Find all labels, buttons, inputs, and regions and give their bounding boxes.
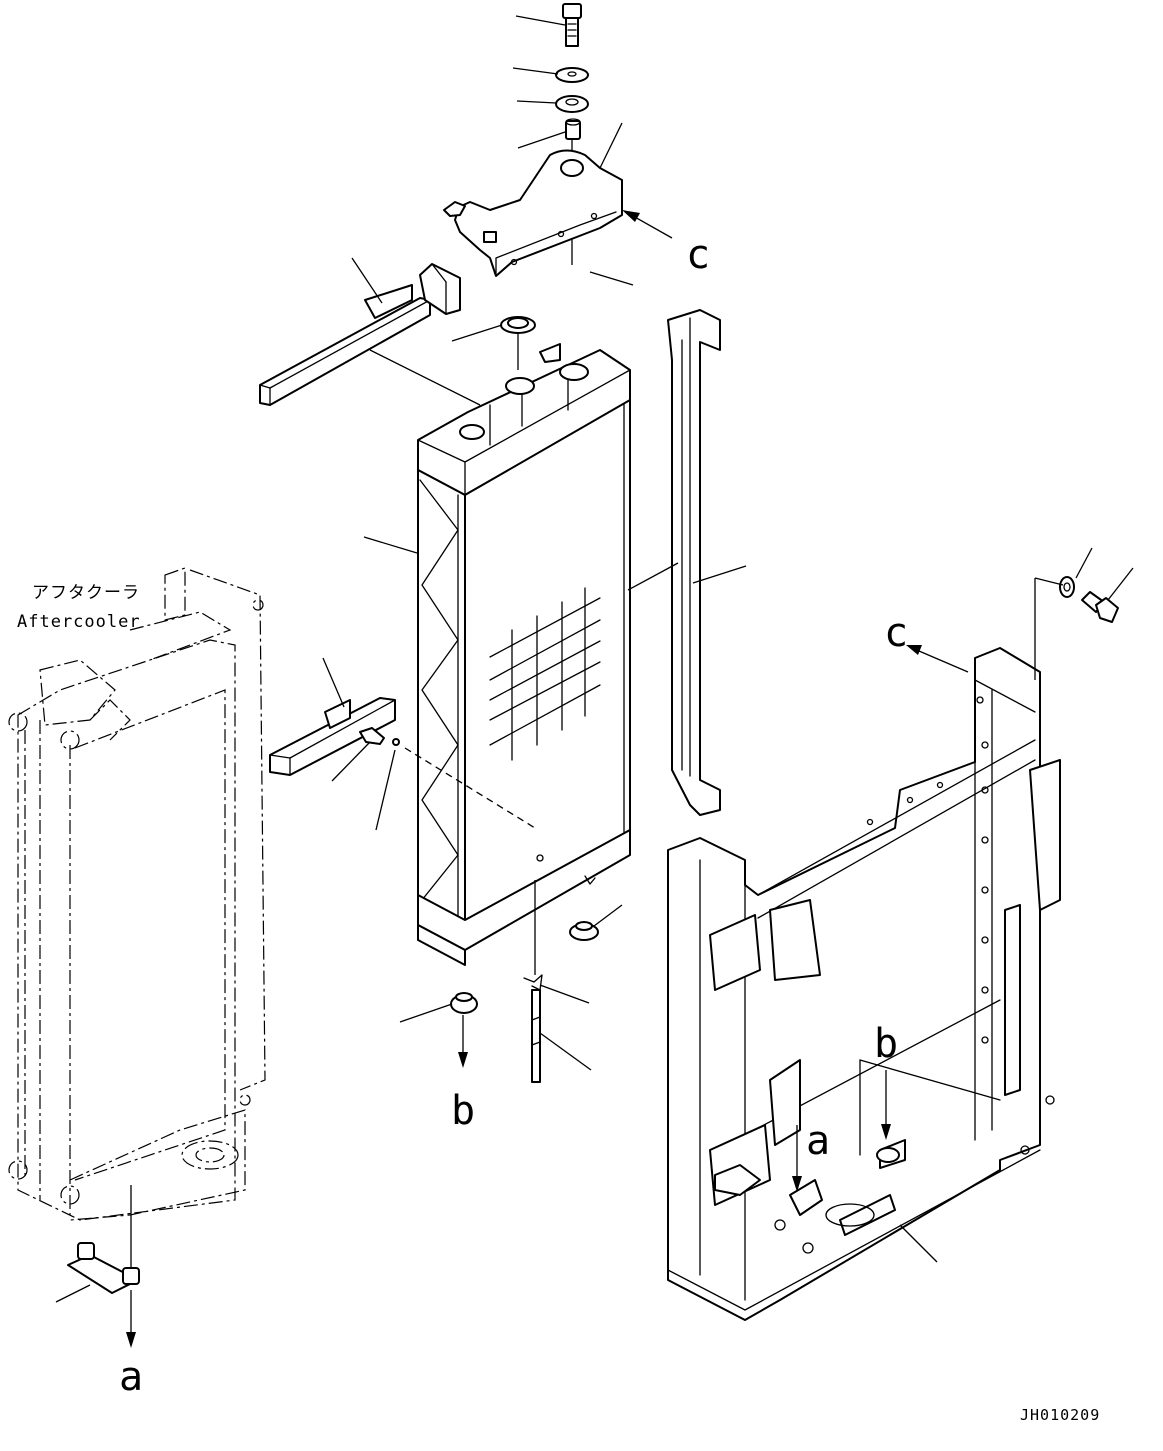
label-c-top: c [686,232,710,278]
leader-frame-washer [1075,547,1093,579]
hidden-line-drain [404,747,536,829]
upper-baffle [259,263,461,406]
aftercooler-label-jp: アフタクーラ [32,583,140,603]
leader-drain-hose [539,1032,592,1071]
radiator-cap [500,316,536,370]
drawing-code: JH010209 [1020,1406,1100,1424]
label-b-frame: b [874,1021,898,1067]
radiator [417,343,631,966]
spacer-collar [565,118,581,140]
arrow-b-radiator [458,1015,468,1068]
leader-grommet-bottom-right [593,904,623,927]
leader-lower-baffle [322,657,345,708]
hose-clip [523,974,543,991]
leader-radiator-side [627,562,679,591]
label-a-frame: a [806,1118,830,1164]
bolt-top [562,3,582,47]
leader-grommet-bottom-left [399,1003,453,1023]
leader-radiator-core [363,536,418,554]
leader-drain-elbow [331,741,371,782]
leader-drain-plug [375,749,396,831]
washer-1 [555,67,589,83]
leader-aftercooler-bracket [55,1284,91,1303]
fan-shroud-frame [667,647,1061,1321]
drain-elbow [359,727,400,746]
frame-bolt-axis [1034,577,1064,586]
label-b-radiator: b [451,1088,475,1134]
leader-hose-clip [539,984,590,1004]
leader-lines-hardware [512,15,634,286]
aftercooler-phantom [8,567,266,1221]
leader-radiator-cap [451,324,503,342]
leader-frame-bolt [1107,567,1134,601]
arrow-c-frame [906,645,969,673]
aftercooler-label-en: Aftercooler [17,612,141,632]
arrow-a-aftercooler [126,1290,136,1348]
side-hose [667,309,721,816]
arrow-b-frame [881,1070,891,1140]
frame-bolt [1081,591,1119,623]
arrow-a-frame [792,1125,802,1192]
label-c-frame: c [884,610,908,656]
grommet-bottom-right [569,921,599,941]
leader-upper-baffle-to-tank [369,349,481,406]
label-a-aftercooler: a [119,1354,143,1400]
grommet-bottom-left [450,992,478,1014]
washer-2 [555,95,589,113]
aftercooler-mount-bracket [67,1242,140,1294]
top-bracket [443,149,623,277]
leader-shroud-frame [899,1224,938,1263]
arrow-c-top [622,210,673,239]
leader-side-hose [692,565,747,584]
drain-hose [531,989,541,1083]
frame-washer [1059,576,1075,598]
leader-upper-baffle [351,257,383,304]
